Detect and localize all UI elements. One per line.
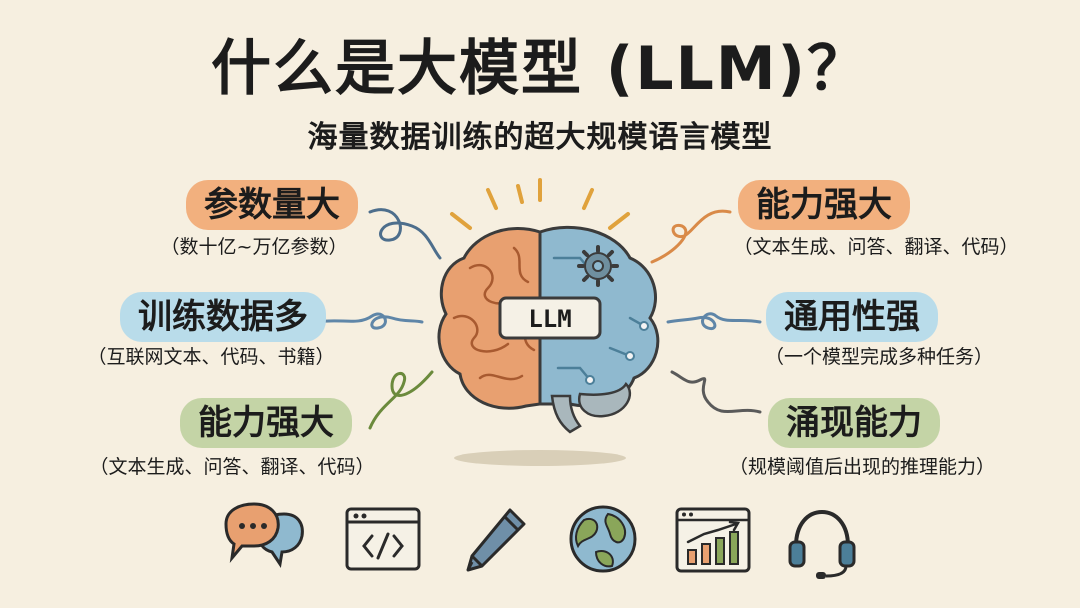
gear-icon [577, 245, 619, 287]
feature-tag-left-params: 参数量大 [186, 180, 358, 230]
feature-tag-right-capability: 能力强大 [738, 180, 910, 230]
growth-chart-icon [675, 507, 751, 573]
feature-desc-left-params: （数十亿~万亿参数） [160, 236, 348, 258]
feature-desc-right-emergent: （规模阈值后出现的推理能力） [728, 456, 995, 478]
code-window-icon [345, 507, 421, 571]
feature-tag-right-emergent: 涌现能力 [768, 398, 940, 448]
brain-label: LLM [528, 305, 571, 333]
brain-shadow [454, 450, 626, 466]
feature-tag-right-general: 通用性强 [766, 292, 938, 342]
feature-desc-left-capability: （文本生成、问答、翻译、代码） [89, 456, 375, 478]
globe-icon [569, 505, 637, 573]
pen-icon [466, 508, 526, 572]
feature-desc-right-capability: （文本生成、问答、翻译、代码） [733, 236, 1019, 258]
feature-desc-right-general: （一个模型完成多种任务） [764, 346, 993, 368]
feature-desc-left-data: （互联网文本、代码、书籍） [87, 346, 335, 368]
feature-tag-left-data: 训练数据多 [120, 292, 326, 342]
headset-icon [788, 509, 856, 579]
brain-icon: LLM [437, 225, 660, 434]
page-subtitle: 海量数据训练的超大规模语言模型 [307, 120, 773, 155]
chat-bubbles-icon [224, 502, 304, 568]
feature-tag-left-capability: 能力强大 [180, 398, 352, 448]
page-title: 什么是大模型 (LLM)？ [211, 34, 869, 104]
